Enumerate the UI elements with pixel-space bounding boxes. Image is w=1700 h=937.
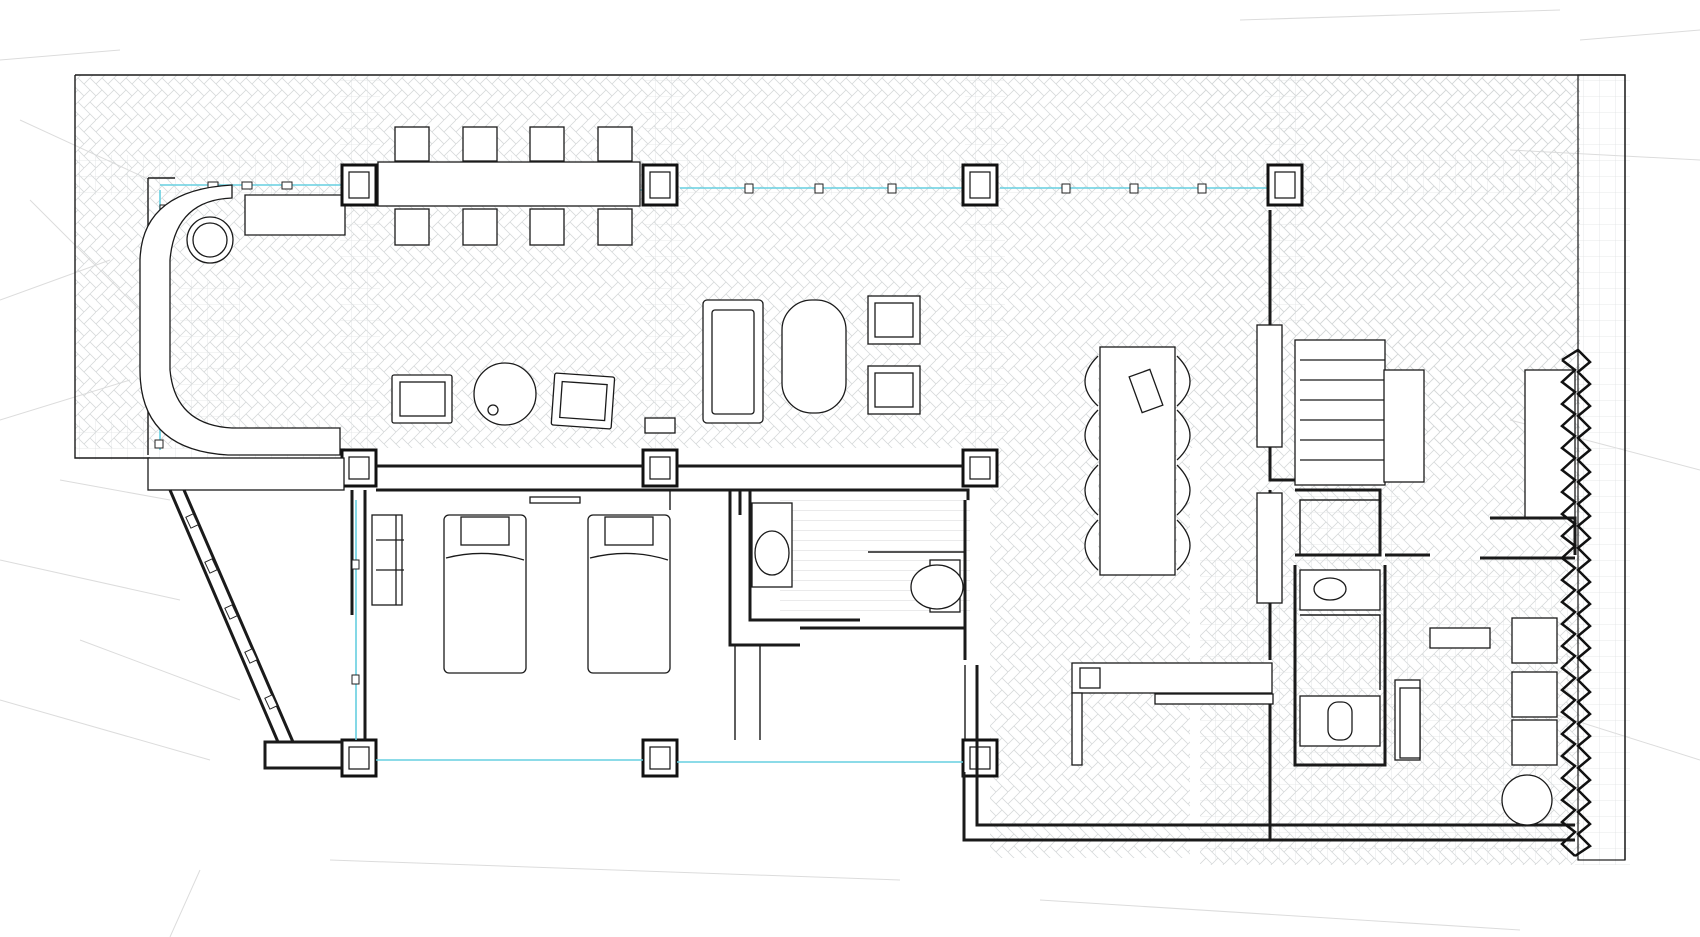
- bedroom-glazing: [263, 500, 963, 770]
- kitchen-counter: [1071, 662, 1274, 766]
- bathroom-2: [1299, 569, 1421, 761]
- staircase: [1256, 324, 1577, 604]
- angled-window: [168, 489, 295, 743]
- structural-columns: [340, 163, 1304, 778]
- bedroom-furniture: [371, 496, 671, 674]
- curved-built-in-bench: [139, 184, 346, 456]
- bathroom-1: [751, 502, 964, 613]
- terrace-lounge: [391, 295, 921, 434]
- site-boundary: [74, 74, 1626, 861]
- zigzag-brick-screen: [1560, 348, 1592, 858]
- utility-area: [1399, 617, 1558, 826]
- indoor-dining: [1084, 346, 1191, 576]
- outdoor-dining-table: [377, 126, 641, 246]
